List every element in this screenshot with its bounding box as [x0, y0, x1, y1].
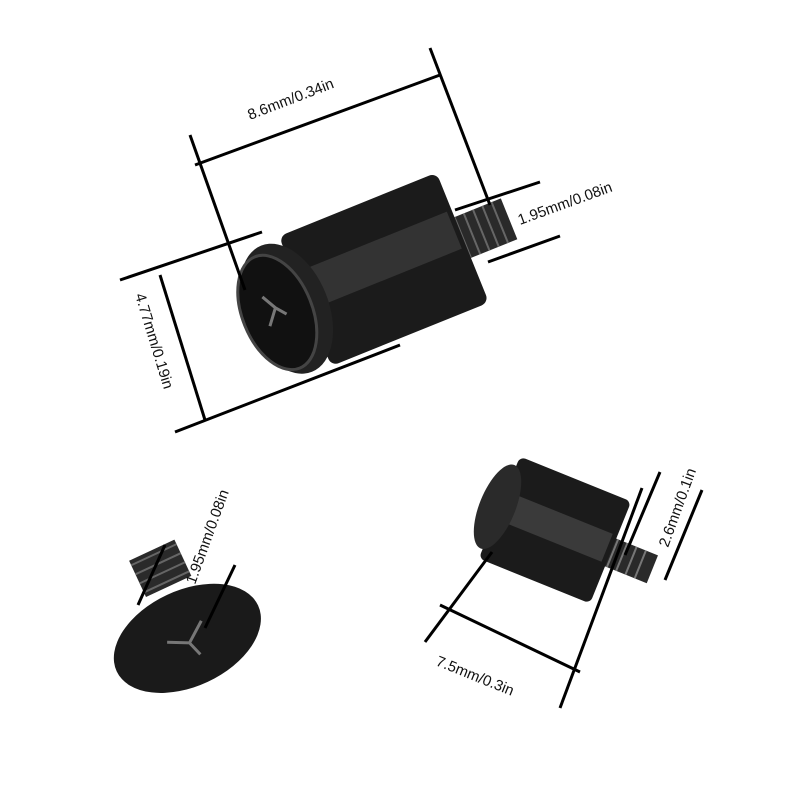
dimension-lines [119, 47, 704, 709]
small-standoff-image [473, 458, 658, 602]
small-screw-image [113, 539, 261, 693]
small-standoff-length-label: 7.5mm/0.3in [434, 653, 517, 700]
large-standoff-image [236, 175, 518, 374]
small-screw-thread-label: 1.95mm/0.08in [183, 487, 233, 586]
large-standoff-length-label: 8.6mm/0.34in [245, 75, 336, 123]
